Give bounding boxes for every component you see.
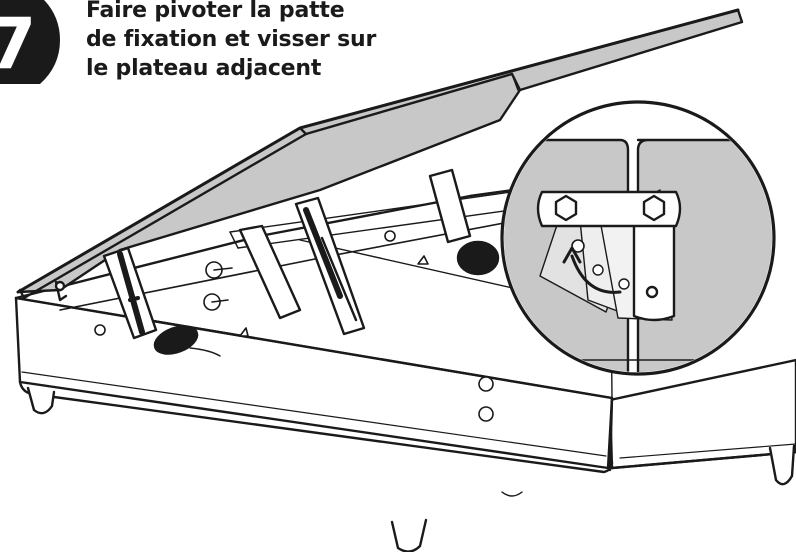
right-bed-base (608, 358, 796, 486)
title-line-2: de fixation et visser sur (86, 27, 377, 52)
left-bed-base (14, 176, 614, 552)
motor-right (456, 240, 500, 276)
leg-front-left (26, 386, 56, 415)
step-number: 7 (0, 3, 36, 85)
box-floor (229, 177, 613, 399)
detail-zoom (500, 100, 776, 376)
motor-left (153, 325, 199, 355)
fittings (94, 230, 494, 422)
lift-mechanism-left (54, 246, 221, 357)
step-badge: 7 (0, 0, 60, 85)
step-title: Faire pivoter la patte de fixation et vi… (86, 0, 406, 83)
lift-mechanism-right (428, 168, 500, 276)
lift-mechanism-center (238, 196, 366, 336)
leg-front-center (390, 518, 428, 552)
title-line-3: le plateau adjacent (86, 56, 322, 81)
screw-left (554, 194, 578, 222)
rotate-arrow-icon (570, 254, 622, 294)
title-line-1: Faire pivoter la patte (86, 0, 345, 23)
screw-right (642, 194, 666, 222)
